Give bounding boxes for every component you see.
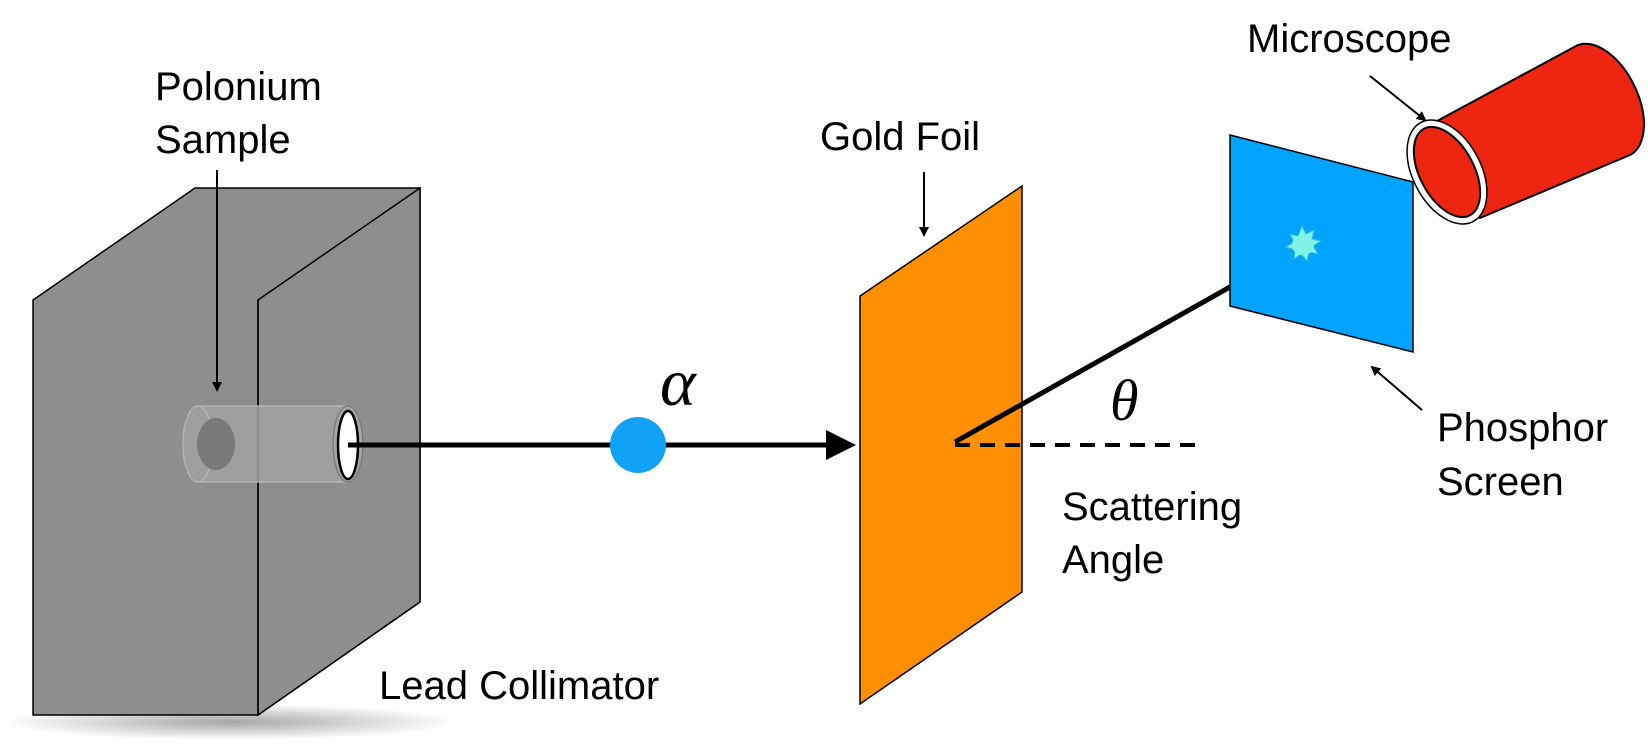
- polonium-sample: [197, 418, 235, 470]
- lead-collimator: [0, 186, 460, 740]
- polonium-label-line2: Sample: [155, 118, 291, 162]
- microscope-label: Microscope: [1247, 17, 1452, 61]
- microscope-pointer-arrow: [1369, 75, 1427, 122]
- alpha-beam-arrowhead: [826, 430, 856, 460]
- alpha-beam: [348, 417, 856, 473]
- phosphor-label-line1: Phosphor: [1437, 406, 1608, 450]
- phosphor-screen-panel: [1229, 134, 1414, 353]
- scattering-angle-label-line2: Angle: [1062, 538, 1164, 582]
- phosphor-label-line2: Screen: [1437, 460, 1564, 504]
- polonium-label-line1: Polonium: [155, 65, 322, 109]
- scintillation-flash: [1284, 224, 1323, 263]
- scattering-angle-label-line1: Scattering: [1062, 485, 1242, 529]
- theta-symbol: θ: [1110, 368, 1139, 433]
- microscope-lens: [1412, 125, 1482, 219]
- phosphor-pointer-arrow: [1370, 365, 1423, 411]
- polonium-cylinder: [182, 405, 364, 483]
- gold-foil: [859, 184, 1023, 706]
- gold-foil-label: Gold Foil: [820, 115, 980, 159]
- lead-collimator-label: Lead Collimator: [379, 664, 659, 708]
- phosphor-screen: [1229, 134, 1414, 353]
- alpha-symbol: α: [660, 344, 697, 420]
- microscope: [1406, 42, 1645, 225]
- pointer-arrows: [212, 75, 1427, 411]
- microscope-lens-rim: [1407, 120, 1487, 224]
- alpha-particle: [610, 417, 666, 473]
